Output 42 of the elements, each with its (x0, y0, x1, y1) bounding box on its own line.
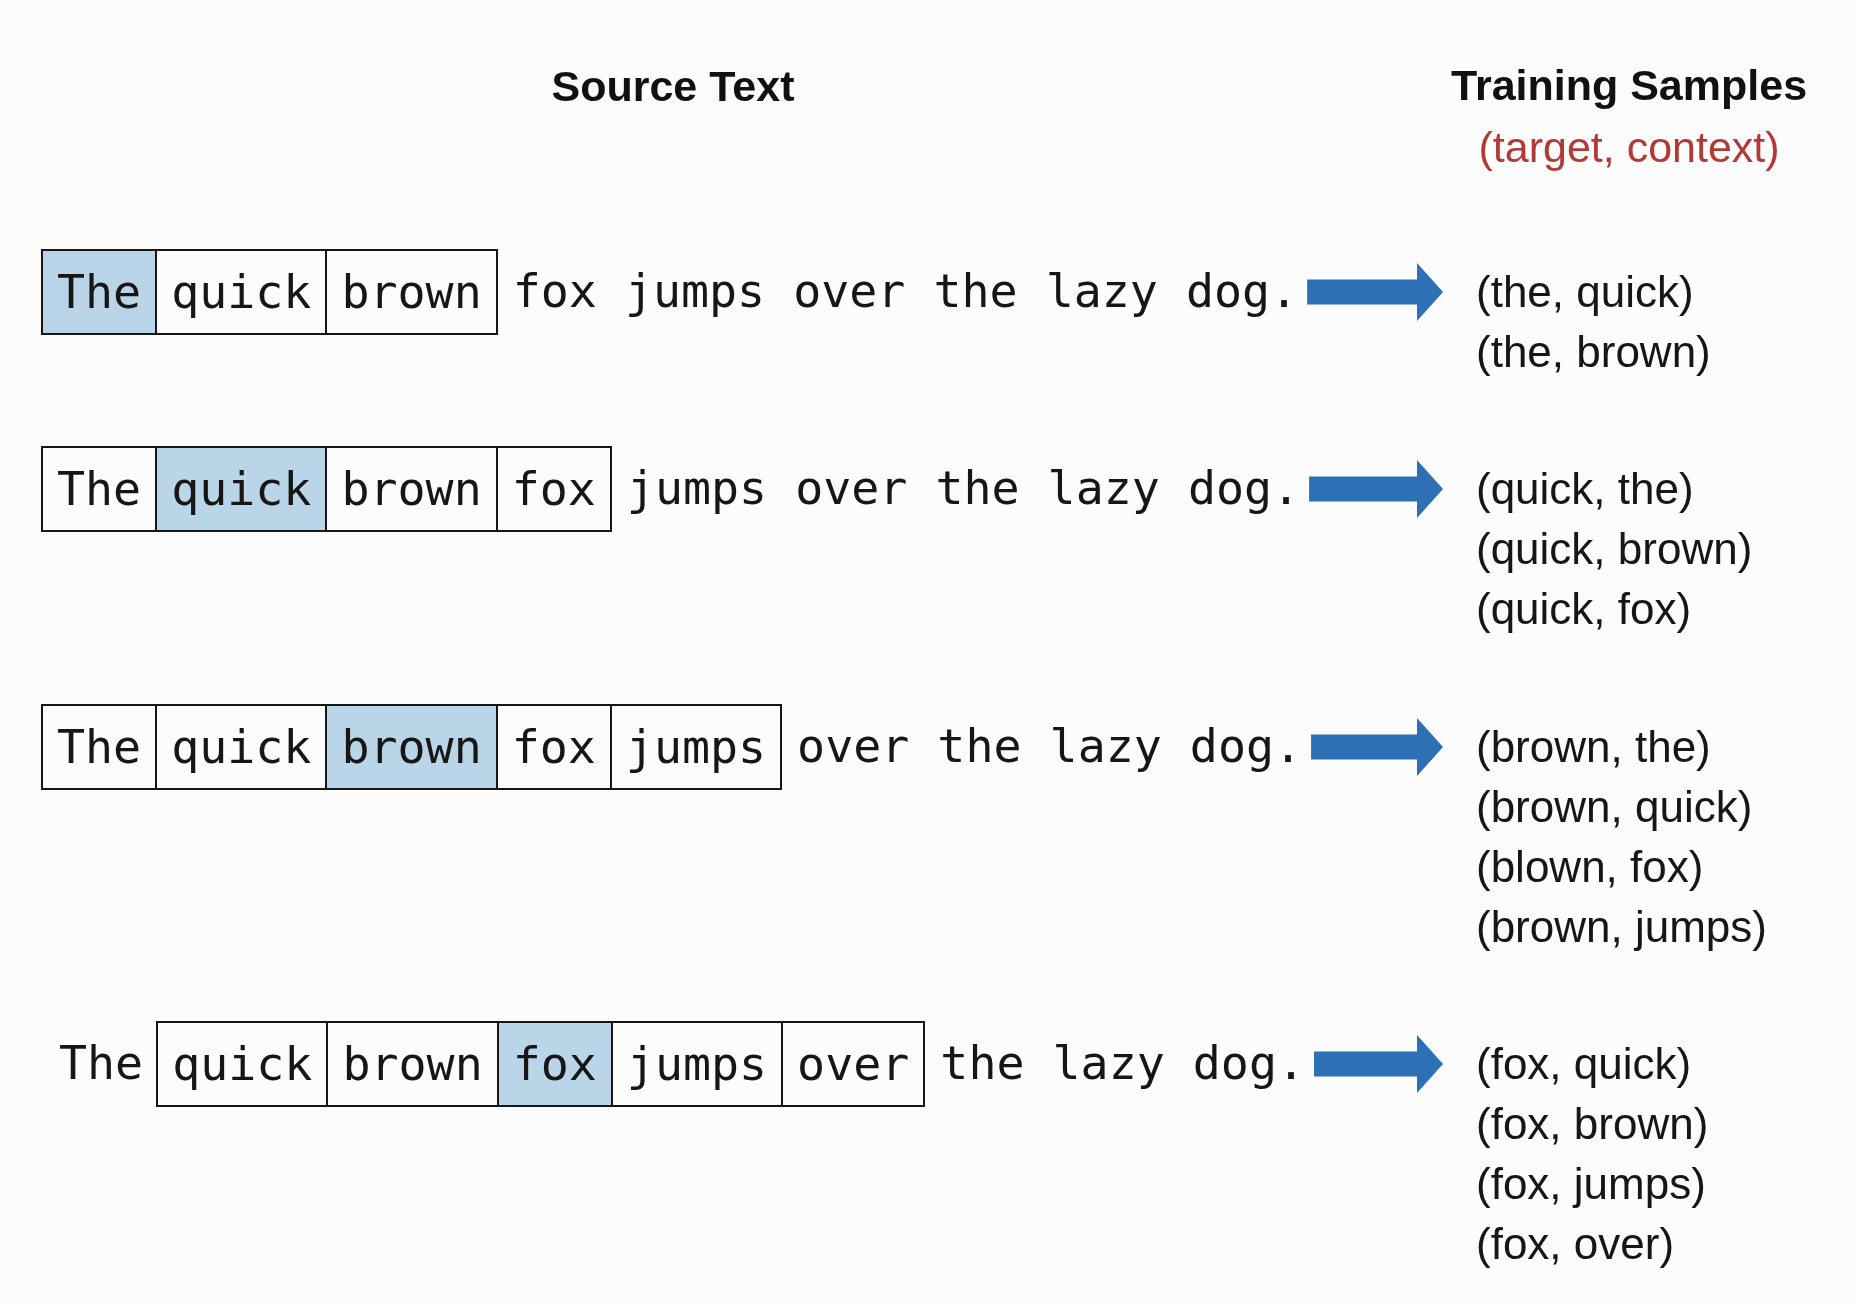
word-box: jumps (609, 704, 783, 790)
word-box: quick (155, 704, 328, 790)
word-box: quick (156, 1021, 329, 1107)
highlighted-word-box: The (41, 249, 158, 335)
sentence-text: over the lazy dog. (797, 719, 1303, 775)
word-box: brown (326, 1021, 499, 1107)
sample-pair-text: (fox, quick) (1476, 1038, 1693, 1090)
highlighted-word-box: quick (155, 446, 328, 532)
word-box: brown (325, 249, 498, 335)
word-box: fox (495, 446, 612, 532)
sample-pair-text: (blown, fox) (1476, 841, 1705, 893)
highlighted-word-box: fox (496, 1021, 613, 1107)
column-heading: Training Samples (1451, 61, 1808, 111)
arrow (1311, 718, 1443, 776)
word-text: The (59, 1036, 144, 1092)
sample-pair-text: (the, brown) (1476, 326, 1711, 378)
arrow (1314, 1035, 1443, 1093)
sample-pair-text: (fox, brown) (1476, 1098, 1709, 1150)
sample-pair-text: (quick, brown) (1476, 523, 1753, 575)
sample-pair-text: (brown, the) (1476, 721, 1712, 773)
word-box: The (41, 446, 158, 532)
arrow (1309, 460, 1443, 518)
sentence-text: fox jumps over the lazy dog. (512, 264, 1299, 320)
sample-pair-text: (the, quick) (1476, 266, 1695, 318)
sample-pair-text: (brown, quick) (1476, 781, 1754, 833)
column-heading: Source Text (551, 62, 795, 112)
sentence-text: jumps over the lazy dog. (626, 461, 1301, 517)
sample-pair-text: (quick, fox) (1476, 583, 1693, 635)
sample-pair-text: (fox, jumps) (1476, 1158, 1707, 1210)
column-subheading: (target, context) (1478, 123, 1780, 173)
sentence-text: the lazy dog. (940, 1036, 1305, 1092)
sample-pair-text: (brown, jumps) (1476, 901, 1767, 953)
word-box: over (781, 1021, 926, 1107)
arrow (1307, 263, 1443, 321)
word-box: brown (325, 446, 498, 532)
word-box: quick (155, 249, 328, 335)
word-box: The (41, 704, 158, 790)
sample-pair-text: (fox, over) (1476, 1218, 1676, 1270)
highlighted-word-box: brown (325, 704, 498, 790)
word-box: fox (495, 704, 612, 790)
sample-pair-text: (quick, the) (1476, 463, 1695, 515)
word-box: jumps (610, 1021, 784, 1107)
